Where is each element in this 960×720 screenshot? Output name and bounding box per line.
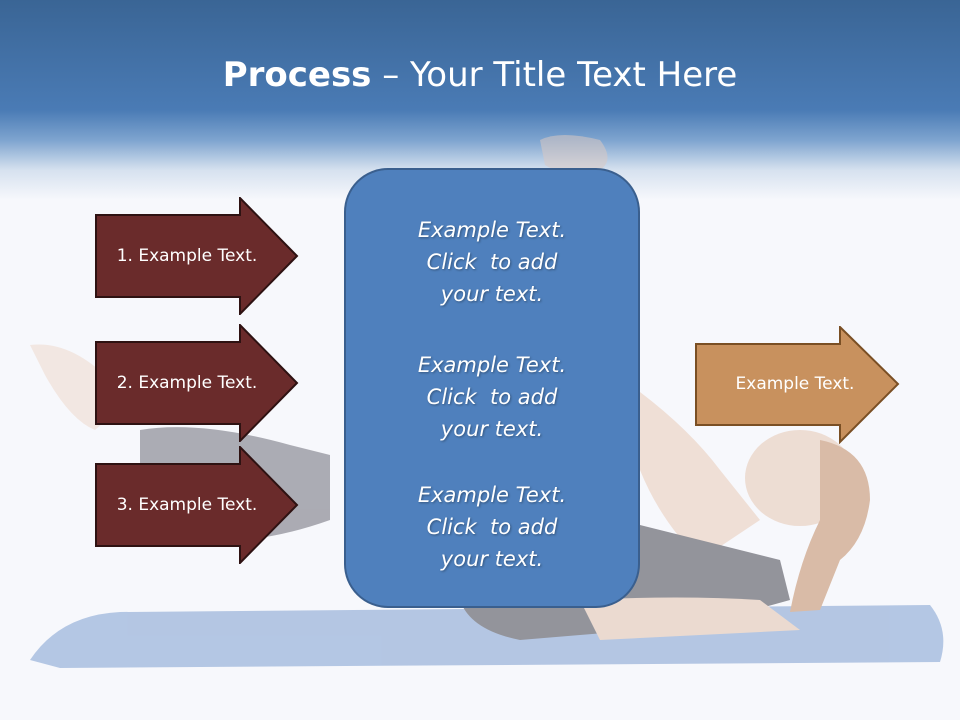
step-arrow-1-shape xyxy=(95,197,299,315)
center-text-block-3[interactable]: Example Text. Click to add your text. xyxy=(346,479,638,575)
step-arrow-3-shape xyxy=(95,446,299,564)
title-rest: – Your Title Text Here xyxy=(371,55,738,95)
step-arrow-2[interactable]: 2. Example Text. xyxy=(95,324,299,442)
step-arrow-3[interactable]: 3. Example Text. xyxy=(95,446,299,564)
center-block-2-line-1: Example Text. xyxy=(417,353,567,377)
output-arrow-label: Example Text. xyxy=(735,374,855,394)
center-block-1-line-1: Example Text. xyxy=(417,218,567,242)
output-arrow[interactable]: Example Text. xyxy=(695,326,900,444)
center-block-3-line-1: Example Text. xyxy=(417,483,567,507)
step-arrow-3-label: 3. Example Text. xyxy=(116,495,258,515)
output-arrow-shape xyxy=(695,326,900,444)
title-bold: Process xyxy=(222,55,372,95)
center-block-2-line-3: your text. xyxy=(440,417,544,441)
center-block-2-line-2: Click to add xyxy=(426,385,558,409)
center-block-3-line-3: your text. xyxy=(440,547,544,571)
center-process-box[interactable]: Example Text. Click to add your text. Ex… xyxy=(344,168,640,608)
center-block-1-line-2: Click to add xyxy=(426,250,558,274)
center-text-block-2[interactable]: Example Text. Click to add your text. xyxy=(346,349,638,445)
step-arrow-1-label: 1. Example Text. xyxy=(116,246,258,266)
step-arrow-2-label: 2. Example Text. xyxy=(116,373,258,393)
slide-title: Process – Your Title Text Here xyxy=(0,50,960,100)
title-banner xyxy=(0,0,960,200)
step-arrow-2-shape xyxy=(95,324,299,442)
step-arrow-1[interactable]: 1. Example Text. xyxy=(95,197,299,315)
center-block-1-line-3: your text. xyxy=(440,282,544,306)
center-block-3-line-2: Click to add xyxy=(426,515,558,539)
center-text-block-1[interactable]: Example Text. Click to add your text. xyxy=(346,214,638,310)
